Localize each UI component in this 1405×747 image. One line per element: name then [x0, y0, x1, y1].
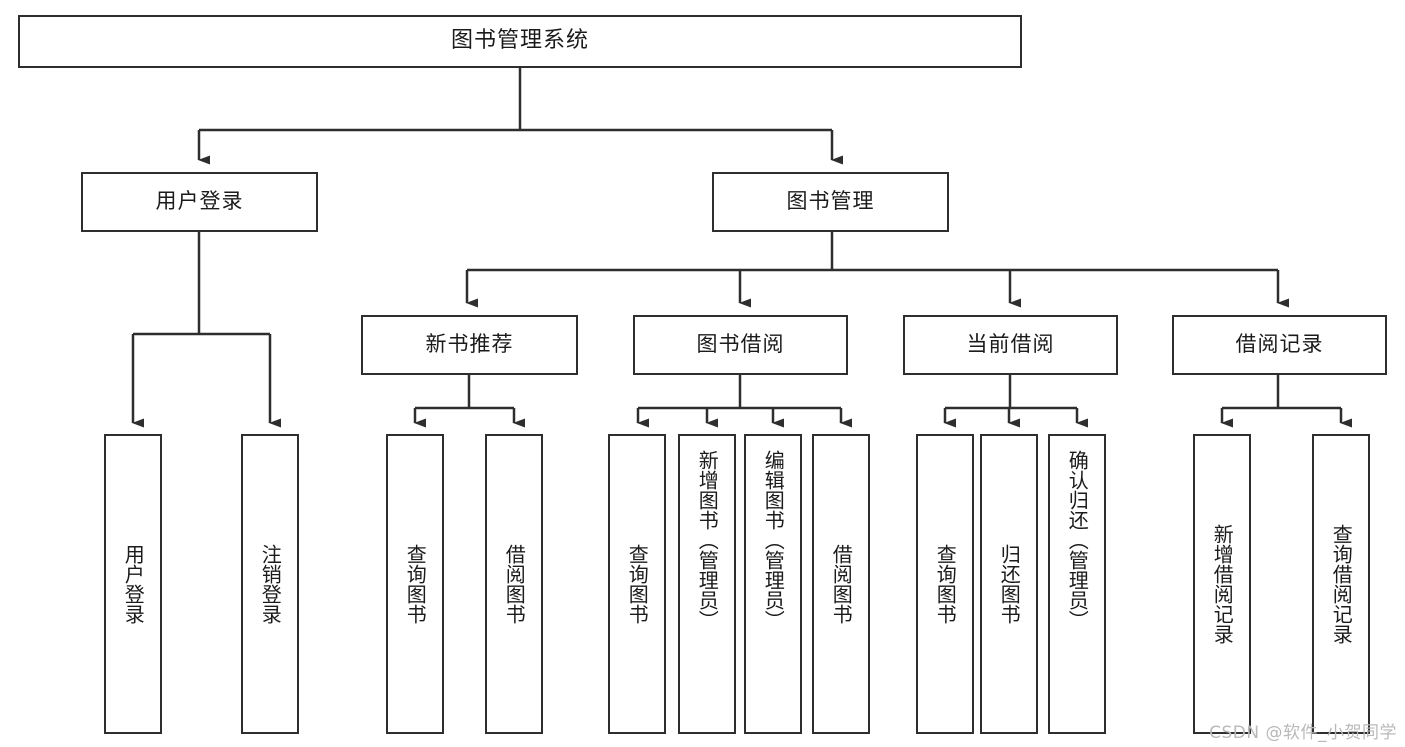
node-label: 新书推荐 — [425, 332, 514, 357]
node-label: 图书管理 — [786, 189, 875, 214]
node-label: 新增借阅记录 — [1210, 524, 1235, 644]
node-label: 查询图书 — [625, 544, 650, 624]
node-label: 用户登录 — [121, 544, 146, 624]
leaf-book-borrow-edit-book-admin[interactable]: 编辑图书（管理员） — [744, 434, 802, 734]
leaf-user-login-login[interactable]: 用户登录 — [104, 434, 162, 734]
leaf-book-borrow-query-book[interactable]: 查询图书 — [608, 434, 666, 734]
leaf-user-login-logout[interactable]: 注销登录 — [241, 434, 299, 734]
node-label: 图书管理系统 — [450, 28, 589, 54]
leaf-book-borrow-add-book-admin[interactable]: 新增图书（管理员） — [678, 434, 736, 734]
node-label: 用户登录 — [155, 189, 244, 214]
leaf-current-borrow-return-book[interactable]: 归还图书 — [980, 434, 1038, 734]
leaf-current-borrow-query-book[interactable]: 查询图书 — [916, 434, 974, 734]
node-current-borrow[interactable]: 当前借阅 — [903, 315, 1118, 375]
node-user-login[interactable]: 用户登录 — [81, 172, 318, 232]
node-new-book-recommend[interactable]: 新书推荐 — [361, 315, 578, 375]
node-label: 借阅记录 — [1235, 332, 1324, 357]
node-label: 注销登录 — [258, 544, 283, 624]
leaf-borrow-record-add-record[interactable]: 新增借阅记录 — [1193, 434, 1251, 734]
node-label: 确认归还（管理员） — [1065, 450, 1090, 630]
leaf-new-book-borrow-book[interactable]: 借阅图书 — [485, 434, 543, 734]
node-borrow-record[interactable]: 借阅记录 — [1172, 315, 1387, 375]
node-label: 借阅图书 — [502, 544, 527, 624]
node-book-management[interactable]: 图书管理 — [712, 172, 949, 232]
leaf-new-book-query-book[interactable]: 查询图书 — [386, 434, 444, 734]
leaf-borrow-record-query-record[interactable]: 查询借阅记录 — [1312, 434, 1370, 734]
node-label: 借阅图书 — [829, 544, 854, 624]
node-label: 编辑图书（管理员） — [761, 450, 786, 630]
node-label: 查询图书 — [403, 544, 428, 624]
node-label: 新增图书（管理员） — [695, 450, 720, 630]
node-label: 归还图书 — [997, 544, 1022, 624]
leaf-current-borrow-confirm-return-admin[interactable]: 确认归还（管理员） — [1048, 434, 1106, 734]
node-book-borrow[interactable]: 图书借阅 — [633, 315, 848, 375]
node-label: 当前借阅 — [966, 332, 1055, 357]
node-label: 查询图书 — [933, 544, 958, 624]
node-root-book-management-system[interactable]: 图书管理系统 — [18, 15, 1022, 68]
node-label: 图书借阅 — [696, 332, 785, 357]
leaf-book-borrow-borrow-book[interactable]: 借阅图书 — [812, 434, 870, 734]
node-label: 查询借阅记录 — [1329, 524, 1354, 644]
csdn-watermark: CSDN @软件_小贺同学 — [1209, 723, 1397, 743]
